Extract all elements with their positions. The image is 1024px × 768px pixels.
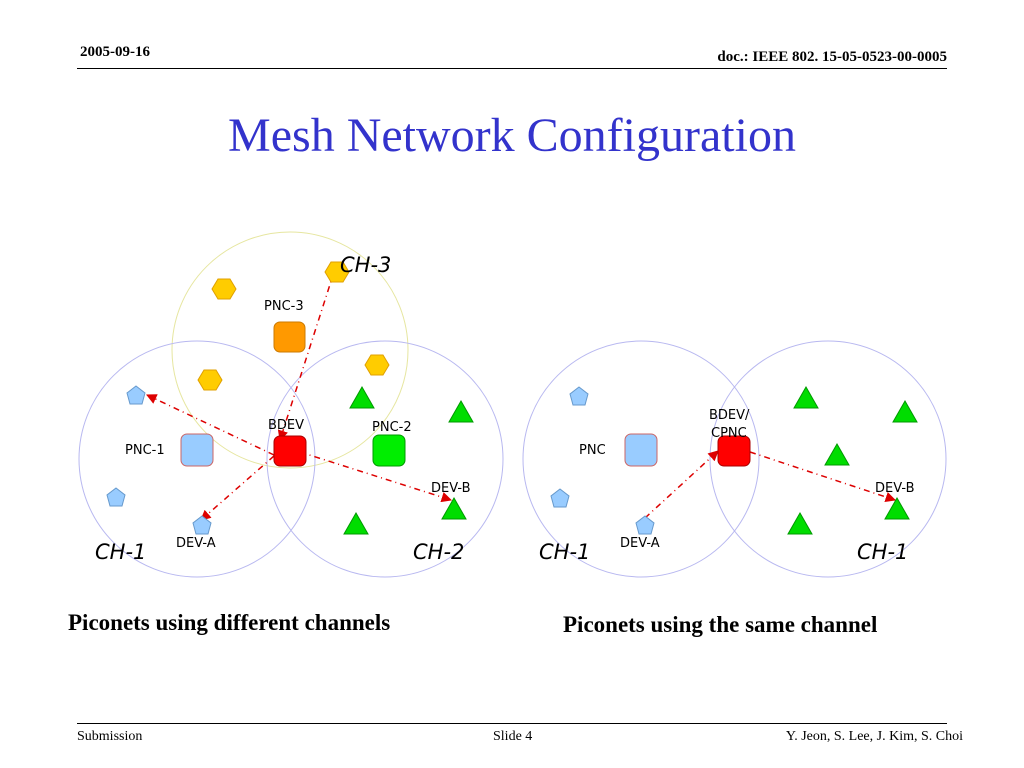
ch3-device-hexagon (197, 369, 223, 391)
pnc-node (624, 433, 658, 467)
bdev-cpnc-label-line1: BDEV/ (709, 408, 750, 423)
pnc-label: PNC (579, 443, 606, 458)
bdev-node (273, 435, 307, 467)
right-ch1-label: CH-1 (857, 540, 908, 564)
right-caption: Piconets using the same channel (563, 612, 878, 637)
header-date: 2005-09-16 (80, 44, 150, 60)
header-doc-id: doc.: IEEE 802. 15-05-0523-00-0005 (717, 49, 947, 65)
ch2-device-triangle (349, 385, 375, 409)
ch1-label: CH-1 (95, 540, 146, 564)
ch3-coverage-circle (171, 231, 409, 469)
pnc3-label: PNC-3 (264, 299, 304, 314)
ch2-label: CH-2 (413, 540, 464, 564)
bdev-cpnc-node (717, 435, 751, 467)
dev-a-label: DEV-A (620, 536, 660, 551)
link-pnc3-area-to-bdev (277, 271, 335, 441)
device-triangle (824, 442, 850, 466)
bdev-cpnc-label-line2: CPNC (711, 426, 747, 441)
header-rule (77, 68, 947, 69)
ch3-device-hexagon (324, 261, 350, 283)
dev-a-node (192, 515, 212, 535)
dev-b-node (441, 496, 467, 520)
pnc3-node (273, 321, 306, 353)
footer-submission: Submission (77, 729, 143, 744)
link-bdev-to-dev-b (299, 451, 453, 503)
device-pentagon (569, 386, 589, 406)
ch1-device-pentagon (126, 385, 146, 405)
link-bdev-to-dev-b (749, 451, 896, 503)
right-diagram: PNC BDEV/ CPNC DEV-B DEV-A CH-1 CH-1 (522, 340, 947, 578)
footer-slide-number: Slide 4 (493, 729, 533, 744)
pnc1-node (180, 433, 214, 467)
ch1-device-pentagon (106, 487, 126, 507)
ch2-device-triangle (448, 399, 474, 423)
ch3-device-hexagon (364, 354, 390, 376)
left-ch1-label: CH-1 (539, 540, 590, 564)
dev-b-node (884, 496, 910, 520)
device-pentagon (550, 488, 570, 508)
pnc2-node (372, 434, 406, 467)
left-ch1-coverage-circle (522, 340, 760, 578)
left-caption: Piconets using different channels (68, 610, 391, 635)
slide-title: Mesh Network Configuration (228, 109, 796, 162)
link-bdev-to-dev-a (200, 455, 275, 521)
ch3-device-hexagon (211, 278, 237, 300)
footer-authors: Y. Jeon, S. Lee, J. Kim, S. Choi (785, 729, 963, 744)
pnc2-label: PNC-2 (372, 420, 412, 435)
dev-b-label: DEV-B (431, 481, 471, 496)
dev-a-label: DEV-A (176, 536, 216, 551)
bdev-label: BDEV (268, 418, 304, 433)
device-triangle (787, 511, 813, 535)
left-diagram: PNC-3 PNC-1 BDEV PNC-2 DEV-B DEV-A CH-3 … (78, 231, 504, 578)
device-triangle (793, 385, 819, 409)
link-dev-a-to-bdev (644, 450, 719, 519)
dev-b-label: DEV-B (875, 481, 915, 496)
pnc1-label: PNC-1 (125, 443, 165, 458)
device-triangle (892, 399, 918, 423)
link-bdev-to-ch1-device (146, 394, 275, 456)
footer-rule (77, 723, 947, 724)
ch3-label: CH-3 (340, 253, 391, 277)
ch2-coverage-circle (266, 340, 504, 578)
ch2-device-triangle (343, 511, 369, 535)
ch1-coverage-circle (78, 340, 316, 578)
dev-a-node (635, 515, 655, 535)
